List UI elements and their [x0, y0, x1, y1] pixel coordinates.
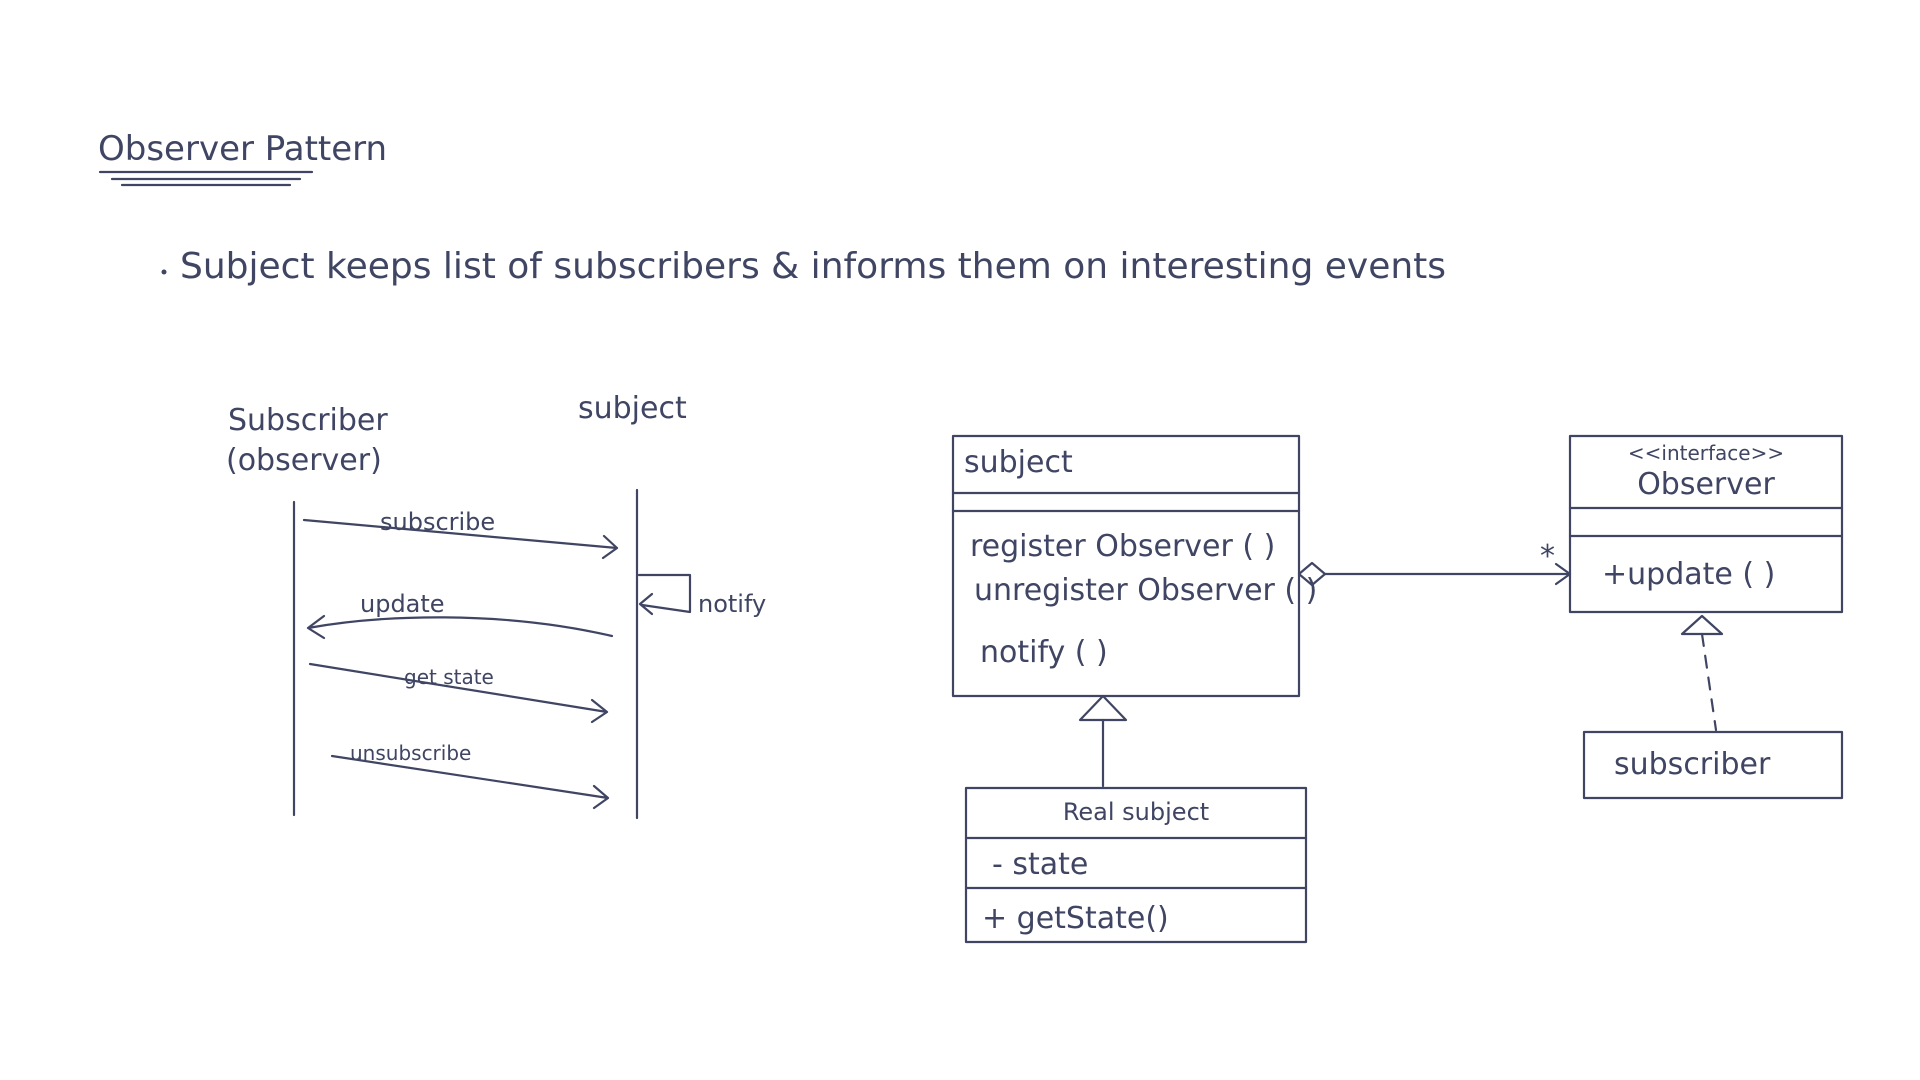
- title-group: Observer Pattern: [98, 129, 387, 187]
- message-arrow-update: [306, 614, 614, 640]
- message-label-notify: notify: [698, 590, 766, 618]
- page-title: Observer Pattern: [98, 129, 387, 169]
- self-loop-notify: [637, 573, 692, 616]
- subject-method-register: register Observer ( ): [970, 529, 1275, 564]
- generalization-real-subject: [1078, 694, 1128, 788]
- note-group: Subject keeps list of subscribers & info…: [161, 246, 1446, 287]
- note-bullet: [161, 269, 167, 275]
- lifeline-label-subject: subject: [578, 391, 687, 426]
- uml-interface-observer: <<interface>> Observer +update ( ): [1568, 434, 1844, 614]
- subscriber-class-name: subscriber: [1614, 747, 1771, 782]
- note-text: Subject keeps list of subscribers & info…: [180, 246, 1446, 287]
- title-underline: [98, 170, 314, 187]
- aggregation-association: *: [1297, 539, 1572, 587]
- message-label-update: update: [360, 590, 445, 618]
- realization-dashed-line: [1700, 632, 1718, 732]
- subject-class-box: [951, 434, 1301, 698]
- uml-class-subject: subject register Observer ( ) unregister…: [951, 434, 1317, 698]
- real-subject-name: Real subject: [1063, 798, 1209, 826]
- real-subject-box: [964, 786, 1308, 944]
- sequence-diagram: Subscriber (observer) subject subscribe …: [226, 391, 766, 820]
- subject-class-name: subject: [964, 445, 1073, 480]
- real-subject-method: + getState(): [982, 901, 1169, 936]
- subject-method-unregister: unregister Observer ( ): [974, 573, 1317, 608]
- lifeline-label-subscriber: Subscriber: [228, 403, 388, 438]
- uml-class-real-subject: Real subject - state + getState(): [964, 786, 1308, 944]
- observer-method-update: +update ( ): [1602, 557, 1775, 592]
- lifeline-sublabel-observer: (observer): [226, 443, 382, 478]
- observer-interface-box: [1568, 434, 1844, 614]
- inheritance-triangle: [1078, 694, 1128, 722]
- message-arrow-get-state: [308, 662, 609, 724]
- observer-stereotype: <<interface>>: [1628, 441, 1784, 465]
- realization-triangle: [1680, 614, 1724, 636]
- multiplicity-label: *: [1540, 539, 1555, 574]
- message-arrow-unsubscribe: [330, 754, 610, 810]
- message-label-get-state: get state: [404, 665, 494, 689]
- realization-subscriber: [1680, 614, 1724, 732]
- subscriber-box: [1582, 730, 1844, 800]
- subject-method-notify: notify ( ): [980, 635, 1108, 670]
- uml-class-subscriber: subscriber: [1582, 730, 1844, 800]
- message-arrow-subscribe: [302, 518, 619, 560]
- real-subject-attribute: - state: [992, 847, 1088, 882]
- observer-interface-name: Observer: [1637, 467, 1775, 502]
